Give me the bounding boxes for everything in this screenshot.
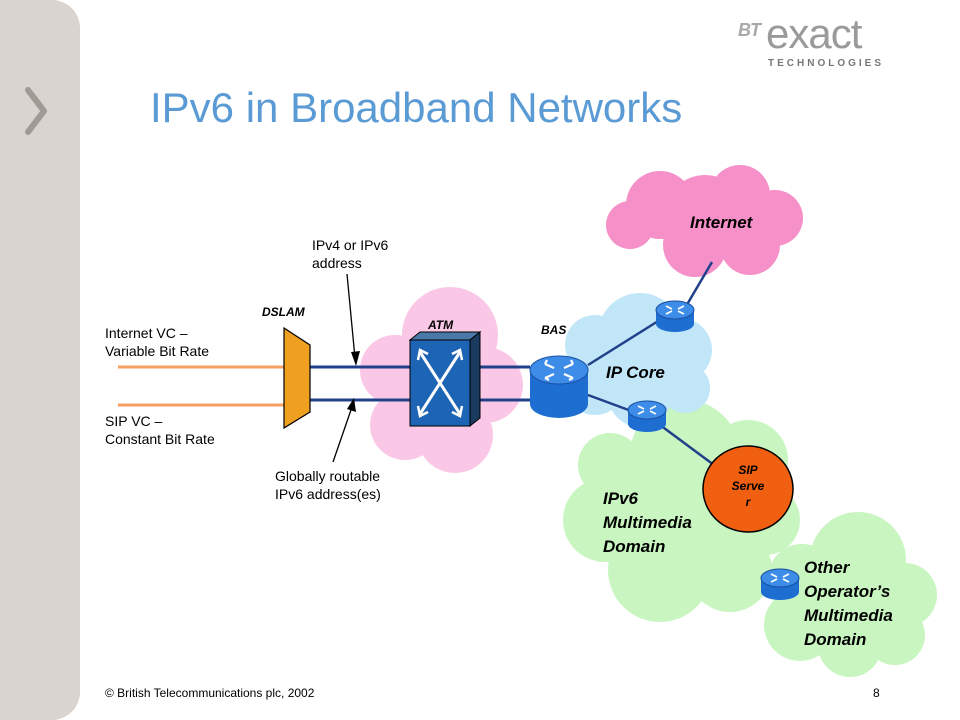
internet-cloud-label: Internet xyxy=(690,213,753,232)
internet-vc-label-line2: Variable Bit Rate xyxy=(105,343,210,359)
ipv4-ipv6-label: IPv4 or IPv6 address xyxy=(312,236,388,272)
logo-exact-text: exact xyxy=(766,10,862,57)
copyright-footer: © British Telecommunications plc, 2002 xyxy=(105,686,315,700)
other-operator-label: Other Operator’s Multimedia Domain xyxy=(804,556,893,652)
other-operator-cloud xyxy=(764,512,937,677)
logo-technologies-text: TECHNOLOGIES xyxy=(768,58,885,69)
ip-core-label: IP Core xyxy=(606,363,665,382)
core-edge-router xyxy=(627,400,667,432)
bas-label: BAS xyxy=(541,323,567,337)
internet-cloud xyxy=(606,165,803,277)
sip-vc-label: SIP VC – Constant Bit Rate xyxy=(105,412,215,448)
bas-to-internet-router-link xyxy=(587,316,664,367)
internet-uplink xyxy=(683,261,714,309)
page-number: 8 xyxy=(873,686,880,700)
other-domain-line4: Domain xyxy=(804,630,867,649)
slide-title: IPv6 in Broadband Networks xyxy=(150,84,683,131)
internet-vc-label-line1: Internet VC – xyxy=(105,325,188,341)
ipv4-ipv6-arrow xyxy=(346,273,360,366)
ipv4-ipv6-label-line2: address xyxy=(312,255,362,271)
sip-server xyxy=(702,445,794,533)
sip-vc-label-line1: SIP VC – xyxy=(105,413,163,429)
sip-server-label-line1: SIP xyxy=(738,463,758,477)
dslam-device xyxy=(283,326,311,430)
bas-to-core-router-link xyxy=(587,393,635,414)
ipv4-ipv6-label-line1: IPv4 or IPv6 xyxy=(312,237,389,253)
ipv6-multimedia-label: IPv6 Multimedia Domain xyxy=(603,487,692,559)
other-domain-line2: Operator’s xyxy=(804,582,891,601)
sip-server-label-line3: r xyxy=(745,495,751,509)
global-ipv6-label-line1: Globally routable xyxy=(275,468,381,484)
atm-label: ATM xyxy=(428,318,454,332)
internet-edge-router xyxy=(655,300,695,332)
ipv6-domain-line3: Domain xyxy=(603,537,666,556)
internet-vc-label: Internet VC – Variable Bit Rate xyxy=(105,324,209,360)
bt-exact-logo: BT exact TECHNOLOGIES xyxy=(738,10,888,74)
sidebar-bar xyxy=(0,0,80,720)
sip-server-label-line2: Serve xyxy=(731,479,765,493)
sip-vc-label-line2: Constant Bit Rate xyxy=(105,431,215,447)
sip-server-label: SIP Serve r xyxy=(708,462,788,510)
core-to-sip-link xyxy=(659,423,719,470)
global-ipv6-label-line2: IPv6 address(es) xyxy=(275,486,381,502)
chevron-right-icon xyxy=(25,87,47,135)
ipv6-domain-line1: IPv6 xyxy=(603,489,638,508)
logo-bt-text: BT xyxy=(738,20,761,40)
ipv6-domain-line2: Multimedia xyxy=(603,513,692,532)
global-ipv6-label: Globally routable IPv6 address(es) xyxy=(275,467,381,503)
dslam-label: DSLAM xyxy=(262,305,305,319)
other-domain-line3: Multimedia xyxy=(804,606,893,625)
other-operator-router xyxy=(760,568,800,600)
bas-router xyxy=(529,355,589,418)
atm-switch xyxy=(408,330,482,428)
global-ipv6-arrow xyxy=(332,398,356,463)
other-domain-line1: Other xyxy=(804,558,850,577)
